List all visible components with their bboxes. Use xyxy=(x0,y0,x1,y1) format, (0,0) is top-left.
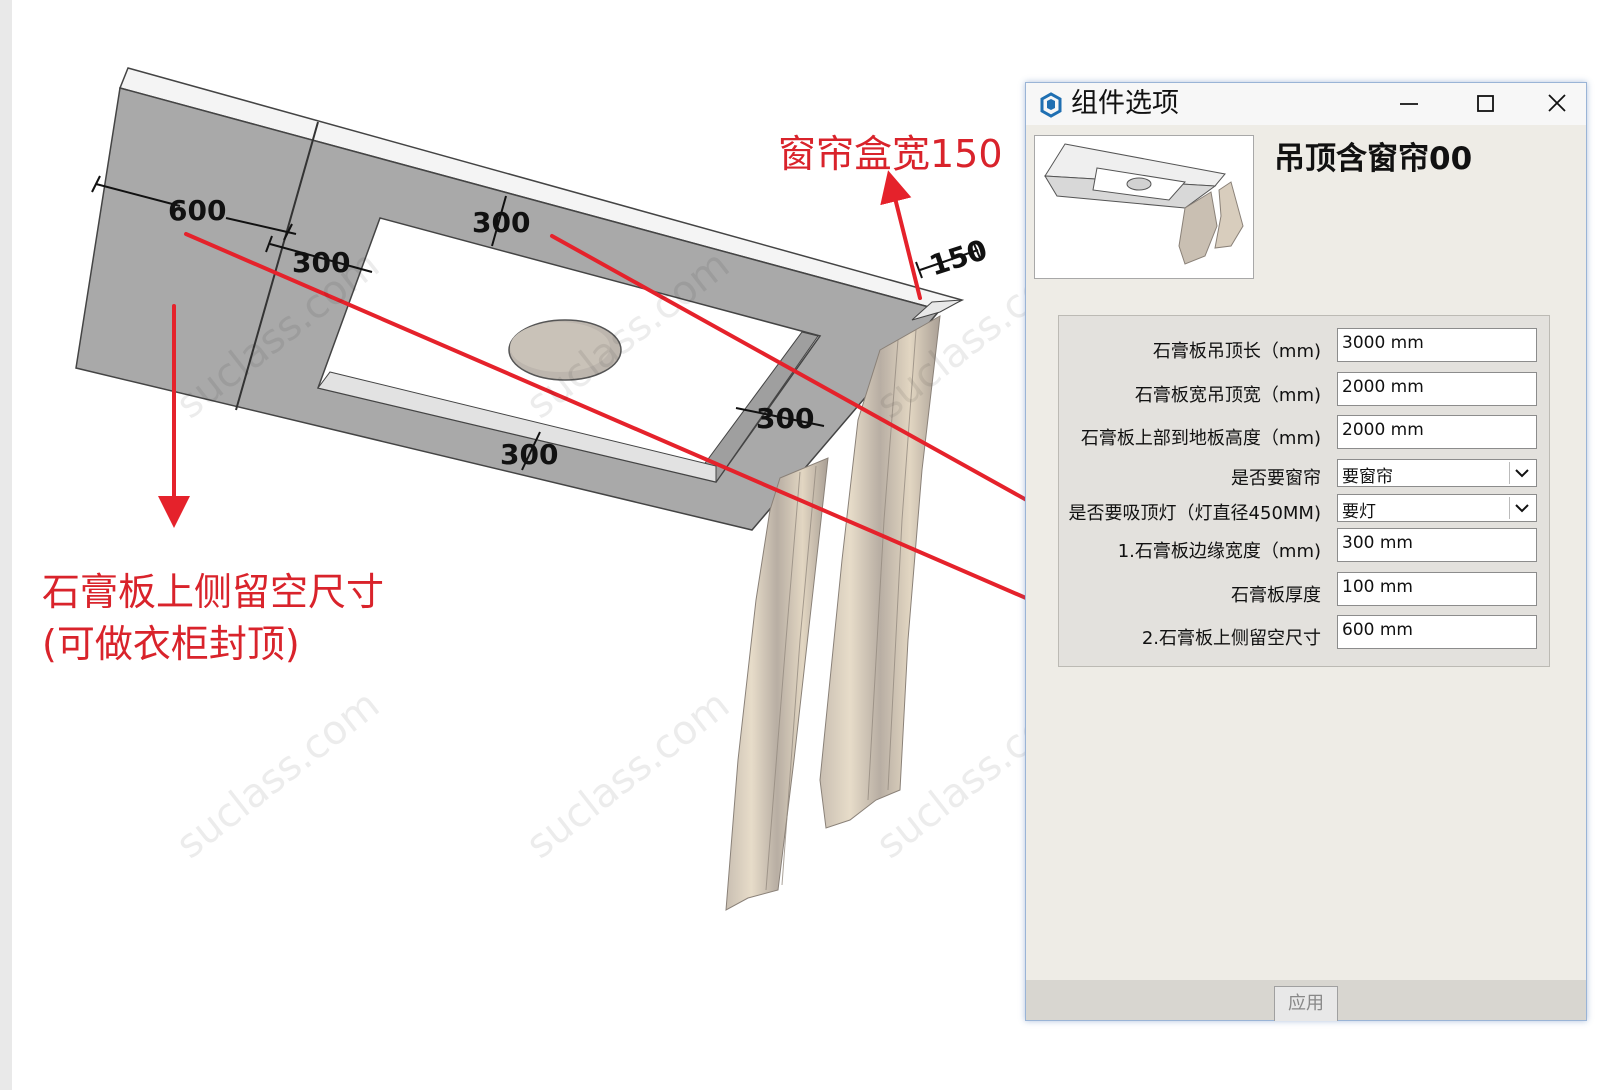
dim-600: 600 xyxy=(168,194,226,227)
dim-300-right: 300 xyxy=(756,402,814,435)
input-length[interactable]: 3000 mm xyxy=(1337,328,1537,362)
annotation-curtain-box-width: 窗帘盒宽150 xyxy=(778,132,1003,176)
maximize-icon[interactable] xyxy=(1466,86,1506,122)
component-thumbnail xyxy=(1034,135,1254,279)
curtain-left xyxy=(725,457,829,911)
select-curtain[interactable]: 要窗帘 xyxy=(1337,459,1537,487)
arrow-top-gap xyxy=(184,232,1140,650)
label-edge-width: 1.石膏板边缘宽度（mm) xyxy=(1117,541,1321,562)
curtain-box xyxy=(911,299,963,321)
dialog-titlebar[interactable]: 组件选项 xyxy=(1026,83,1586,125)
annotation-top-gap-line2: (可做衣柜封顶) xyxy=(42,622,300,666)
input-edge-width[interactable]: 300 mm xyxy=(1337,528,1537,562)
input-height[interactable]: 2000 mm xyxy=(1337,415,1537,449)
label-lamp: 是否要吸顶灯（灯直径450MM) xyxy=(1068,503,1321,524)
input-thickness[interactable]: 100 mm xyxy=(1337,572,1537,606)
close-icon[interactable] xyxy=(1538,86,1578,122)
component-name: 吊顶含窗帘00 xyxy=(1274,141,1473,177)
label-height: 石膏板上部到地板高度（mm) xyxy=(1080,428,1321,449)
label-width: 石膏板宽吊顶宽（mm) xyxy=(1134,385,1321,406)
input-width[interactable]: 2000 mm xyxy=(1337,372,1537,406)
svg-text:suclass.com: suclass.com xyxy=(518,682,738,868)
label-thickness: 石膏板厚度 xyxy=(1231,585,1321,606)
label-length: 石膏板吊顶长（mm) xyxy=(1152,341,1321,362)
minimize-icon[interactable] xyxy=(1390,86,1430,122)
label-top-gap: 2.石膏板上侧留空尺寸 xyxy=(1141,628,1321,649)
left-strip-divider xyxy=(235,121,319,411)
dialog-footer: 应用 xyxy=(1026,980,1586,1021)
dim-300-top: 300 xyxy=(472,206,530,239)
input-top-gap[interactable]: 600 mm xyxy=(1337,615,1537,649)
sketchup-logo-icon xyxy=(1040,92,1062,118)
options-panel: 石膏板吊顶长（mm) 3000 mm 石膏板宽吊顶宽（mm) 2000 mm 石… xyxy=(1058,315,1550,667)
chevron-down-icon[interactable] xyxy=(1509,462,1534,484)
dialog-title: 组件选项 xyxy=(1071,88,1179,119)
component-options-dialog: 组件选项 吊顶含窗帘00 石膏板吊顶长（mm) 3000 mm 石膏板宽吊顶宽（… xyxy=(1025,82,1587,1021)
annotation-top-gap-line1: 石膏板上侧留空尺寸 xyxy=(42,570,385,614)
select-lamp-value: 要灯 xyxy=(1342,502,1376,522)
select-lamp[interactable]: 要灯 xyxy=(1337,494,1537,522)
arrow-curtain-box xyxy=(880,170,922,300)
svg-text:suclass.com: suclass.com xyxy=(168,682,388,868)
apply-button[interactable]: 应用 xyxy=(1274,986,1338,1021)
select-curtain-value: 要窗帘 xyxy=(1342,467,1393,487)
dim-300-bottom: 300 xyxy=(500,438,558,471)
chevron-down-icon[interactable] xyxy=(1509,497,1534,519)
dim-150: 150 xyxy=(925,233,991,282)
label-curtain: 是否要窗帘 xyxy=(1231,468,1321,489)
window-left-edge xyxy=(0,0,12,1090)
dim-300-left: 300 xyxy=(292,246,350,279)
opening-inner-bottom xyxy=(317,371,717,483)
